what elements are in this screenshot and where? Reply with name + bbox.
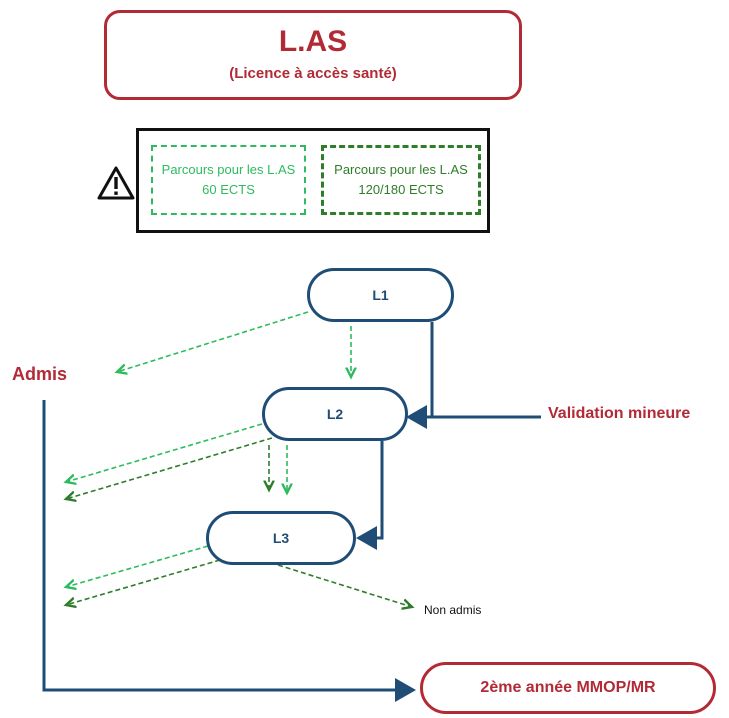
page-subtitle: (Licence à accès santé) [229, 65, 397, 82]
warning-triangle-icon [97, 166, 135, 200]
node-l3: L3 [206, 511, 356, 565]
arrow-l3-admis-60 [66, 545, 209, 587]
legend-60-ects: Parcours pour les L.AS 60 ECTS [151, 145, 306, 215]
label-validation-mineure: Validation mineure [548, 405, 691, 422]
label-admis: Admis [12, 364, 68, 384]
final-box-2eme-annee: 2ème année MMOP/MR [420, 662, 716, 714]
arrow-l2-to-l3 [356, 441, 384, 550]
title-box: L.AS (Licence à accès santé) [104, 10, 522, 100]
label-non-admis: Non admis [424, 603, 482, 617]
arrow-l3-non-admis [277, 564, 412, 607]
arrow-l2-admis-120 [66, 437, 273, 499]
arrow-admis-to-final [42, 400, 416, 702]
node-l1: L1 [307, 268, 454, 322]
legend-frame: Parcours pour les L.AS 60 ECTS Parcours … [136, 128, 490, 233]
node-l2: L2 [262, 387, 408, 441]
arrow-l3-admis-120 [66, 559, 221, 605]
arrow-l1-to-l2 [406, 322, 434, 429]
arrow-l1-admis [117, 311, 309, 372]
legend-120-180-ects: Parcours pour les L.AS 120/180 ECTS [321, 145, 481, 215]
arrow-l2-admis-60 [66, 423, 263, 482]
page-title: L.AS [278, 25, 348, 58]
